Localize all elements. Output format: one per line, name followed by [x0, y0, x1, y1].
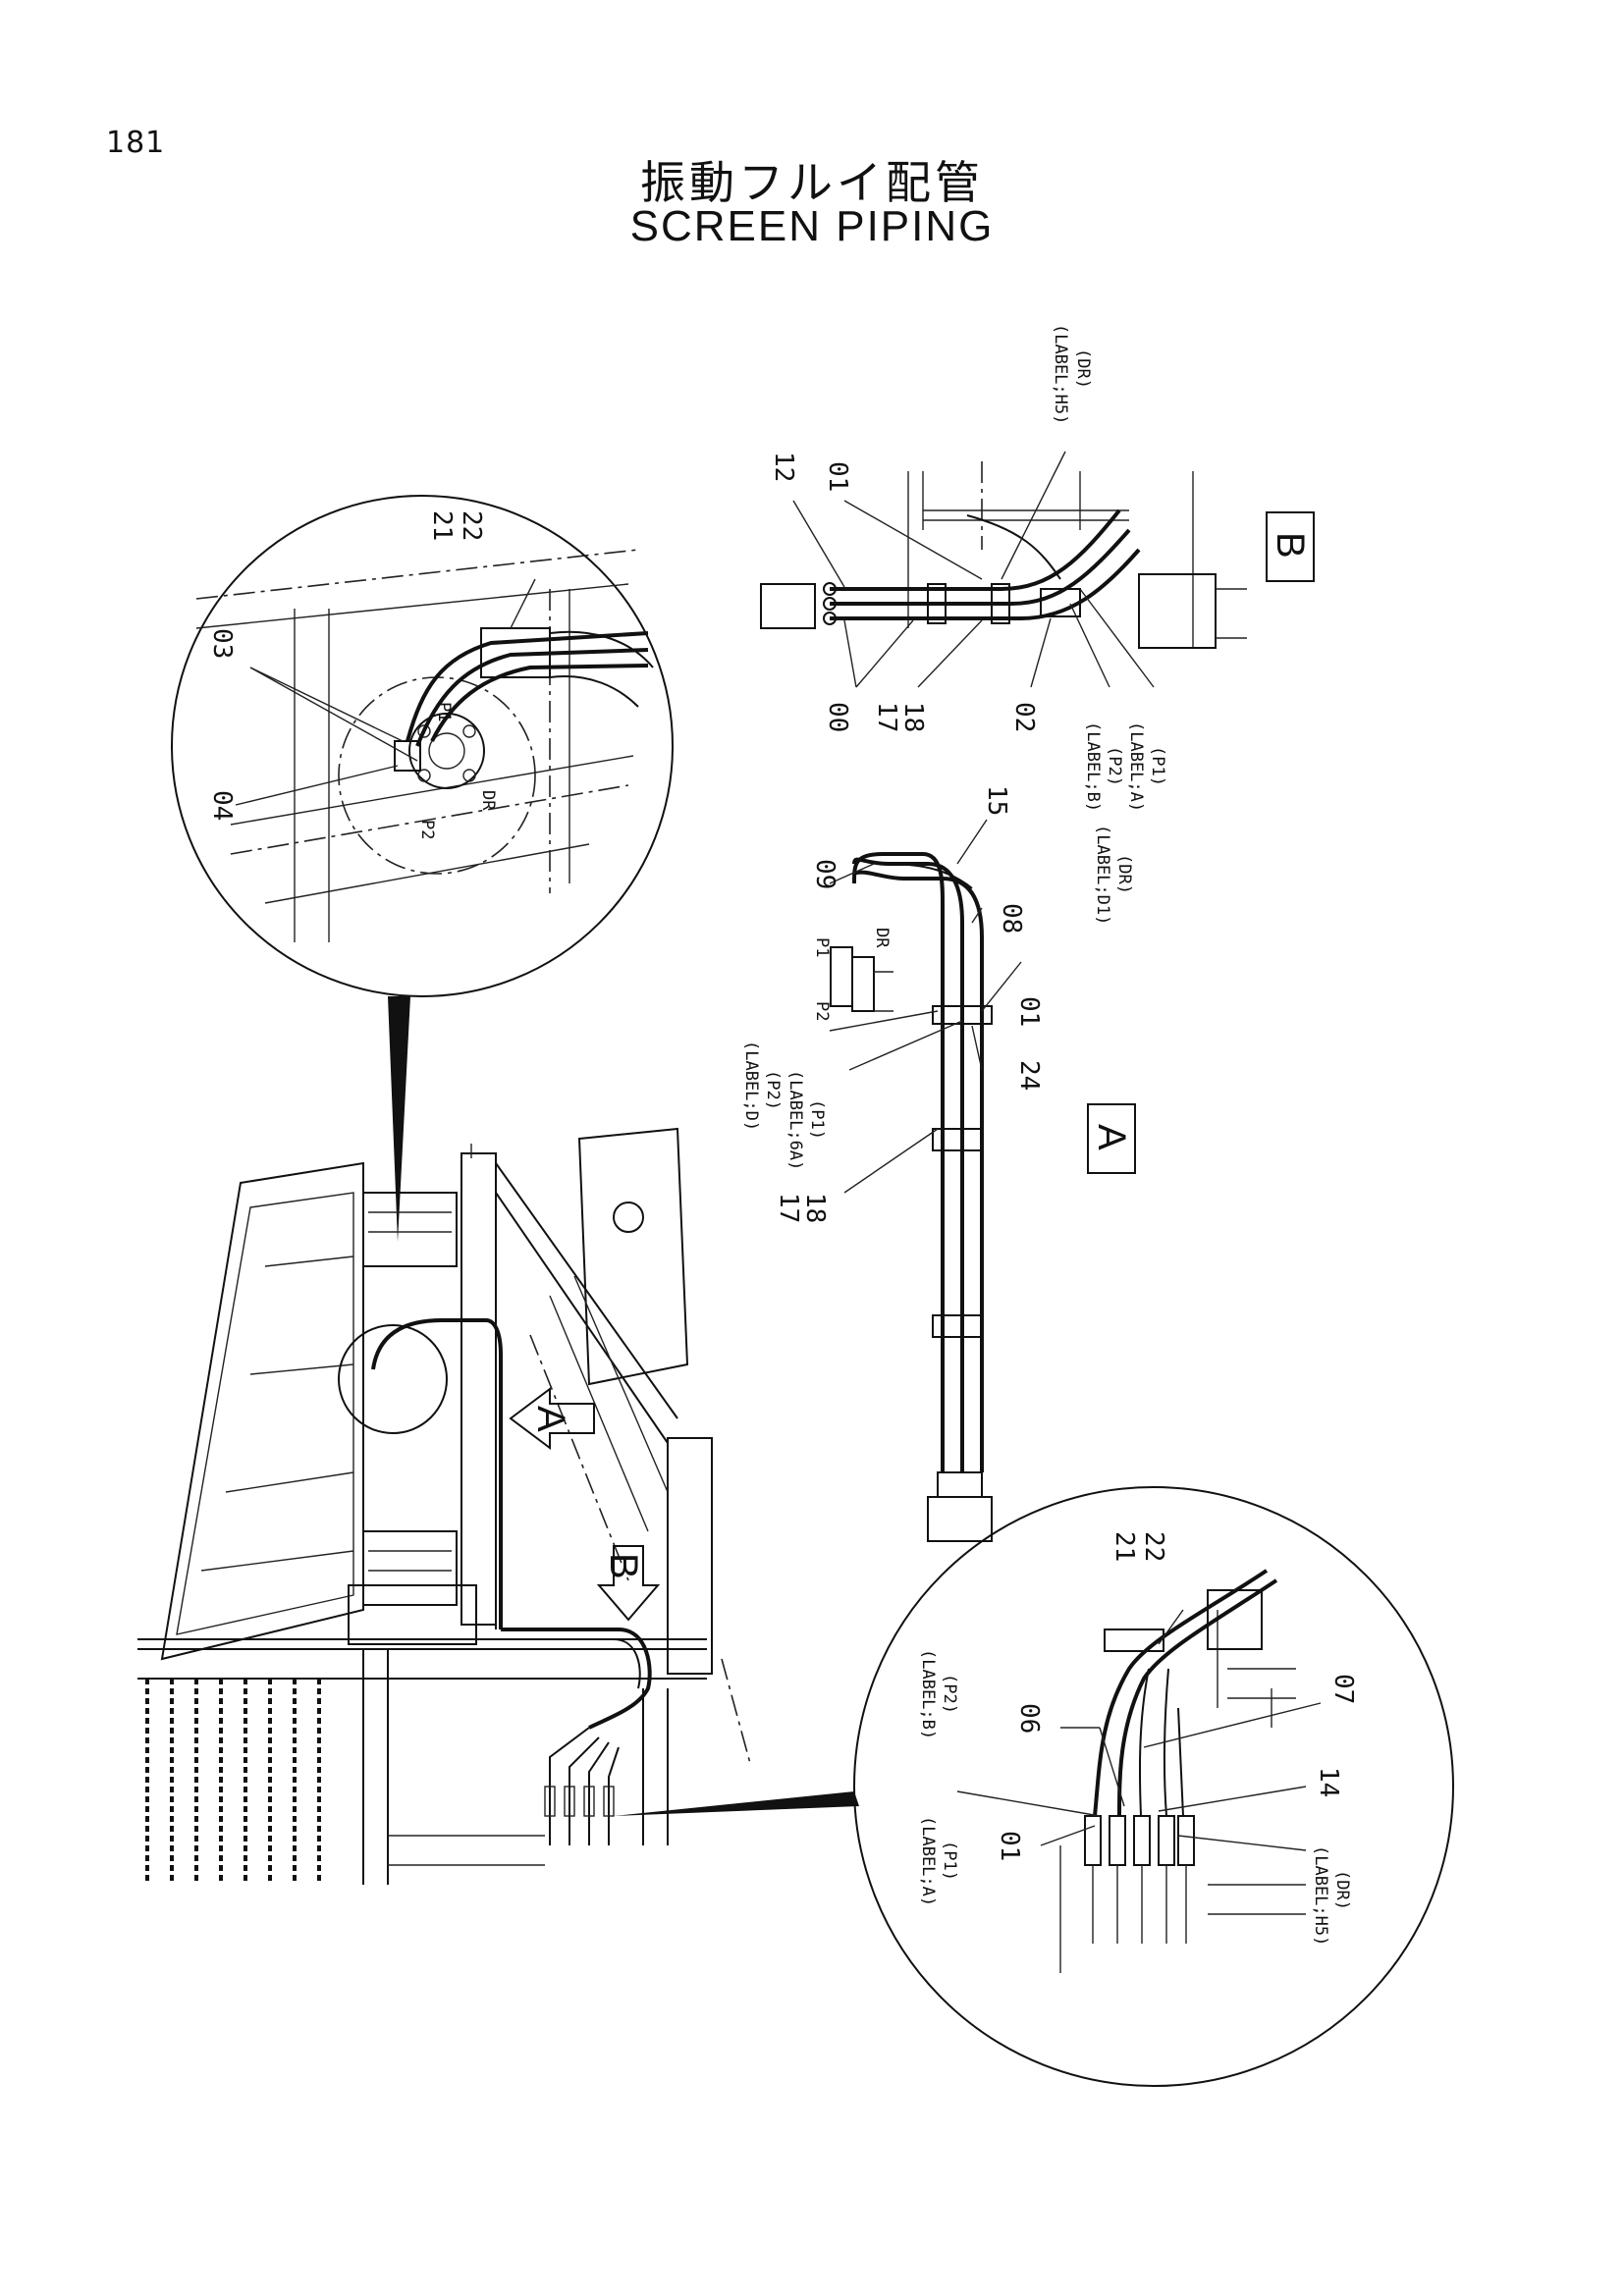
view-a-label-d: (LABEL;D): [741, 1041, 761, 1131]
view-b-label-h5-port: (DR): [1073, 348, 1093, 389]
page-number: 181: [106, 126, 166, 160]
detail-bottom-part-07: 07: [1328, 1674, 1358, 1704]
vibration-motor: [394, 713, 485, 789]
title-japanese: 振動フルイ配管: [640, 156, 984, 209]
view-b-leaders: [792, 451, 1155, 688]
port-dr-label: DR: [478, 790, 498, 811]
detail-bottom-pointer: [614, 1791, 859, 1816]
detail-top-leaders: [235, 578, 536, 806]
view-arrow-a: A: [509, 1387, 595, 1450]
view-b-part-17: 17: [872, 702, 901, 732]
view-b-part-18: 18: [898, 702, 928, 732]
detail-bottom-label-h5: (LABEL;H5): [1311, 1845, 1330, 1946]
view-a-part-01: 01: [1014, 996, 1044, 1027]
title-english: SCREEN PIPING: [629, 202, 995, 250]
detail-circle-bottom-outline: [853, 1486, 1454, 2087]
detail-bottom-part-22: 22: [1139, 1531, 1168, 1562]
hose-bundle-top: [406, 627, 654, 747]
view-b-hoses: [823, 508, 1141, 625]
view-a-hoses: [830, 852, 993, 1542]
detail-bottom-label-a: (LABEL;A): [918, 1816, 938, 1906]
detail-bottom-part-21: 21: [1110, 1531, 1139, 1562]
view-a-port-dr: DR: [872, 928, 892, 948]
view-b-label-h5: (LABEL;H5): [1051, 324, 1070, 424]
view-b-letter: B: [1269, 532, 1312, 559]
view-a-label-d-port: (P2): [763, 1070, 783, 1110]
port-p2-label: P2: [417, 820, 437, 839]
view-a: A 15 09 08 01 24 17 18 P1 P2 DR (LABEL;D…: [741, 785, 1136, 1542]
view-arrow-a-letter: A: [529, 1406, 572, 1432]
view-arrow-b-letter: B: [602, 1553, 645, 1579]
view-a-box: [1087, 1103, 1136, 1174]
view-b: B (LABEL;H5) (DR) 12 01 00 17 18 02 (LAB…: [760, 324, 1315, 812]
view-a-part-24: 24: [1014, 1060, 1044, 1091]
view-b-label-a: (LABEL;A): [1126, 721, 1146, 812]
detail-bottom-label-b: (LABEL;B): [918, 1649, 938, 1739]
view-b-label-b: (LABEL;B): [1083, 721, 1103, 812]
detail-circle-bottom: 21 22 06 07 14 01 (LABEL;B) (P2) (LABEL;…: [853, 1486, 1454, 2087]
detail-bottom-label-b-port: (P2): [940, 1674, 959, 1714]
base-rails: [137, 1638, 752, 1885]
view-b-part-12: 12: [769, 452, 798, 482]
detail-circle-top: 21 22 03 04 P1 P2 DR: [171, 495, 674, 1242]
view-b-part-00: 00: [823, 702, 852, 732]
detail-top-pointer: [388, 996, 410, 1242]
view-a-part-09: 09: [810, 859, 839, 889]
screen-box: [160, 1161, 458, 1661]
grate: [145, 1679, 321, 1885]
detail-bottom-label-h5-port: (DR): [1332, 1870, 1352, 1910]
main-frame: [348, 1127, 713, 1675]
motor-location-circle: [338, 1324, 448, 1434]
view-a-leaders: [829, 819, 1022, 1194]
detail-bottom-part-06: 06: [1014, 1703, 1044, 1734]
view-a-label-d1-port: (DR): [1114, 854, 1134, 894]
view-b-box: [1266, 511, 1315, 582]
detail-bottom-label-a-port: (P1): [940, 1841, 959, 1881]
view-a-part-17: 17: [774, 1193, 803, 1223]
main-hose-run: [371, 1318, 503, 1629]
main-hose-bundle: [501, 1628, 652, 1845]
part-04-label: 04: [207, 790, 237, 821]
detail-bottom-part-14: 14: [1314, 1767, 1343, 1797]
view-a-letter: A: [1090, 1124, 1133, 1150]
part-03-label: 03: [207, 628, 237, 659]
view-b-label-a-port: (P1): [1148, 746, 1167, 786]
part-22-label: 22: [457, 510, 486, 541]
view-a-label-6a: (LABEL;6A): [785, 1070, 805, 1170]
view-b-label-b-port: (P2): [1105, 746, 1124, 786]
view-b-part-01: 01: [823, 461, 852, 492]
detail-top-frame: [195, 549, 639, 942]
detail-bottom-leaders: [956, 1609, 1322, 1851]
view-a-part-15: 15: [982, 785, 1011, 816]
view-a-port-p1: P1: [812, 937, 832, 957]
detail-bottom-hoses: [1084, 1569, 1278, 1944]
port-p1-label: P1: [434, 702, 454, 721]
view-a-part-08: 08: [997, 903, 1026, 934]
part-21-label: 21: [427, 510, 457, 541]
detail-bottom-part-01: 01: [995, 1831, 1024, 1861]
view-a-port-p2: P2: [812, 1001, 832, 1021]
view-b-part-02: 02: [1009, 702, 1039, 732]
view-a-label-6a-port: (P1): [807, 1099, 827, 1140]
view-arrow-b: B: [596, 1545, 661, 1622]
main-assembly-view: A B: [137, 1127, 859, 1885]
detail-circle-top-outline: [171, 495, 674, 997]
view-a-label-d1: (LABEL;D1): [1093, 825, 1112, 925]
view-a-part-18: 18: [800, 1193, 830, 1223]
